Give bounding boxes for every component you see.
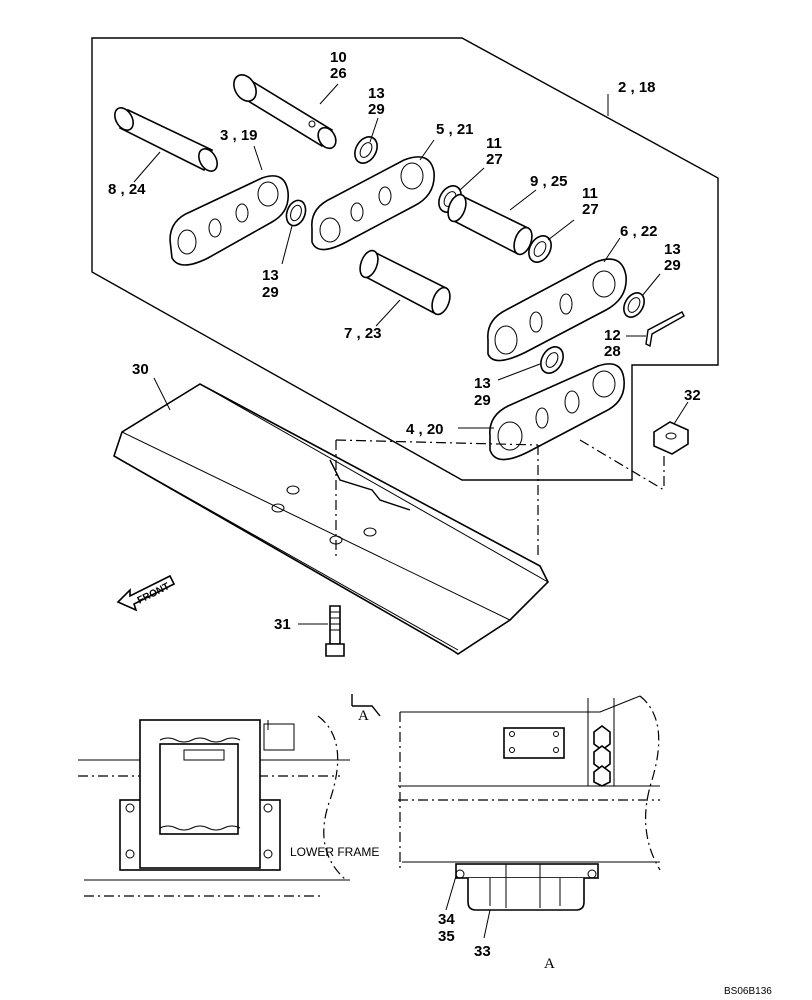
label-11-b: 11 <box>582 185 598 202</box>
label-34: 34 <box>438 911 455 928</box>
seal-11-27-b <box>528 235 552 263</box>
hidden-line-d <box>579 439 665 491</box>
link-3-19 <box>169 175 289 266</box>
label-5-21: 5 , 21 <box>436 121 474 138</box>
label-28: 28 <box>604 343 621 360</box>
view-a-caption: A <box>544 956 555 972</box>
lower-frame-label: LOWER FRAME <box>290 845 379 859</box>
lower-frame-detail <box>78 715 350 897</box>
seal-13-29-b <box>354 136 378 164</box>
label-13-d: 13 <box>474 375 491 392</box>
leader-lines <box>133 83 689 939</box>
label-27-a: 27 <box>486 151 503 168</box>
track-shoe-30 <box>113 383 549 655</box>
front-arrow: FRONT <box>116 574 176 612</box>
view-a-detail <box>398 695 661 911</box>
label-9-25: 9 , 25 <box>530 173 568 190</box>
label-4-20: 4 , 20 <box>406 421 444 438</box>
lock-pin-12-28 <box>645 311 685 348</box>
label-29-a: 29 <box>368 101 385 118</box>
label-10: 10 <box>330 49 347 66</box>
view-reference-label: A <box>358 708 369 724</box>
hidden-line-c <box>335 439 539 446</box>
master-pin <box>233 74 337 150</box>
bushing-7-23 <box>359 249 451 316</box>
label-29-b: 29 <box>262 284 279 301</box>
link-4-20 <box>489 363 625 461</box>
link-5-21 <box>311 156 435 251</box>
label-27-b: 27 <box>582 201 599 218</box>
drawing-code: BS06B136 <box>724 986 772 997</box>
label-13-b: 13 <box>262 267 279 284</box>
label-12: 12 <box>604 327 621 344</box>
label-29-c: 29 <box>664 257 681 274</box>
label-11-a: 11 <box>486 135 502 152</box>
view-reference: A <box>351 694 381 724</box>
track-pin <box>114 107 218 172</box>
label-13-a: 13 <box>368 85 385 102</box>
assembly-frame <box>91 37 719 481</box>
label-29-d: 29 <box>474 392 491 409</box>
label-7-23: 7 , 23 <box>344 325 382 342</box>
bolt-31 <box>325 605 345 657</box>
label-35: 35 <box>438 928 455 945</box>
label-6-22: 6 , 22 <box>620 223 658 240</box>
label-2-18: 2 , 18 <box>618 79 656 96</box>
nut-32 <box>653 421 689 455</box>
label-13-c: 13 <box>664 241 681 258</box>
link-6-22 <box>487 258 627 362</box>
label-33: 33 <box>474 943 491 960</box>
seal-13-29-d <box>540 346 564 374</box>
label-32: 32 <box>684 387 701 404</box>
label-3-19: 3 , 19 <box>220 127 258 144</box>
label-8-24: 8 , 24 <box>108 181 146 198</box>
label-30: 30 <box>132 361 149 378</box>
label-31: 31 <box>274 616 291 633</box>
label-26: 26 <box>330 65 347 82</box>
bushing-9-25 <box>447 193 533 256</box>
